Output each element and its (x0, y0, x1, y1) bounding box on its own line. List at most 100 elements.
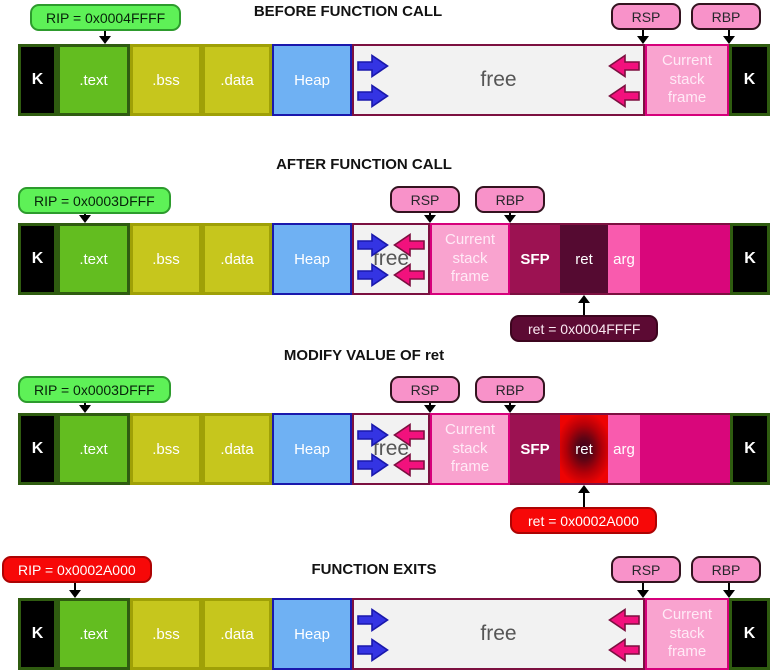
ret-value-label: ret = 0x0002A000 (510, 507, 657, 534)
arrowhead-down-icon (79, 405, 91, 413)
pink-left-arrow-icon (608, 607, 640, 633)
rbp-label: RBP (691, 556, 761, 583)
arrow-line (104, 31, 106, 37)
segment-label: SFP (520, 440, 550, 458)
rbp-pointer-arrow (723, 30, 735, 44)
segment-ret: ret (560, 223, 608, 295)
segment-sfp: SFP (510, 223, 560, 295)
arrowhead-down-icon (424, 215, 436, 223)
rip-label: RIP = 0x0004FFFF (30, 4, 182, 31)
arrowhead-up-icon (578, 295, 590, 303)
arrow-line (509, 403, 511, 406)
section-title: MODIFY VALUE OF ret (283, 347, 445, 364)
segment-kernel: K (729, 44, 770, 116)
segment-bss: .bss (130, 598, 202, 670)
arrowhead-down-icon (637, 590, 649, 598)
segment-label: Current stack frame (661, 605, 713, 661)
pink-left-arrow-icon (393, 232, 425, 258)
pink-left-arrow-icon (393, 452, 425, 478)
rbp-label: RBP (475, 186, 545, 213)
rsp-label: RSP (611, 556, 681, 583)
arrowhead-down-icon (504, 405, 516, 413)
heap-stack-growth-arrow (357, 262, 389, 288)
rsp-pointer-arrow (424, 403, 436, 413)
segment-bss: .bss (130, 223, 202, 295)
segment-free: free (352, 598, 645, 670)
segment-free: free (352, 223, 430, 295)
segment-text: .text (57, 223, 130, 295)
segment-label: ret (575, 250, 593, 268)
segment-stack-space (640, 223, 730, 295)
segment-stack-frame: Current stack frame (430, 223, 510, 295)
blue-right-arrow-icon (357, 607, 389, 633)
segment-label: .bss (152, 440, 180, 458)
segment-label: K (31, 71, 44, 88)
arrowhead-up-icon (578, 485, 590, 493)
heap-stack-growth-arrow (393, 422, 425, 448)
pink-left-arrow-icon (393, 262, 425, 288)
arrow-line (583, 302, 585, 315)
segment-label: .data (220, 440, 254, 458)
arrow-line (642, 583, 644, 591)
blue-right-arrow-icon (357, 262, 389, 288)
segment-label: arg (613, 440, 635, 458)
rsp-label: RSP (390, 376, 460, 403)
segment-sfp: SFP (510, 413, 560, 485)
segment-label: arg (613, 250, 635, 268)
segment-stack-space (640, 413, 730, 485)
arrowhead-down-icon (99, 36, 111, 44)
arrow-line (642, 30, 644, 37)
segment-arg: arg (608, 413, 640, 485)
arrow-line (509, 213, 511, 216)
segment-kernel: K (18, 598, 57, 670)
segment-label: K (31, 625, 44, 642)
segment-bss: .bss (130, 413, 202, 485)
rbp-label: RBP (475, 376, 545, 403)
arrow-line (583, 492, 585, 507)
segment-label: .text (79, 440, 108, 458)
segment-heap: Heap (272, 413, 352, 485)
arrowhead-down-icon (69, 590, 81, 598)
blue-right-arrow-icon (357, 53, 389, 79)
arrow-line (728, 30, 730, 37)
segment-arg: arg (608, 223, 640, 295)
segment-kernel: K (18, 223, 57, 295)
blue-right-arrow-icon (357, 422, 389, 448)
segment-label: K (31, 250, 44, 267)
heap-stack-growth-arrow (608, 53, 640, 79)
heap-stack-growth-arrow (357, 232, 389, 258)
segment-label: K (744, 440, 756, 457)
rbp-pointer-arrow (504, 213, 516, 223)
pink-left-arrow-icon (608, 83, 640, 109)
segment-label: .bss (152, 625, 180, 643)
rsp-pointer-arrow (424, 213, 436, 223)
segment-label: K (743, 71, 756, 88)
heap-stack-growth-arrow (357, 53, 389, 79)
segment-label: K (31, 440, 44, 457)
segment-heap: Heap (272, 44, 352, 116)
arrow-line (84, 403, 86, 406)
ret-value-label: ret = 0x0004FFFF (510, 315, 659, 342)
segment-label: Current stack frame (661, 51, 713, 107)
segment-label: .bss (152, 250, 180, 268)
arrowhead-down-icon (504, 215, 516, 223)
segment-kernel: K (729, 598, 770, 670)
rip-pointer-arrow (79, 403, 91, 413)
rsp-label: RSP (611, 3, 681, 30)
rip-pointer-arrow (69, 583, 81, 598)
segment-free: free (352, 44, 645, 116)
blue-right-arrow-icon (357, 452, 389, 478)
section-title: FUNCTION EXITS (311, 561, 437, 578)
heap-stack-growth-arrow (393, 232, 425, 258)
blue-right-arrow-icon (357, 83, 389, 109)
arrow-line (74, 583, 76, 591)
segment-kernel: K (730, 413, 770, 485)
segment-label: Heap (294, 250, 330, 268)
rbp-pointer-arrow (504, 403, 516, 413)
segment-label: SFP (520, 250, 550, 268)
rsp-pointer-arrow (637, 583, 649, 598)
